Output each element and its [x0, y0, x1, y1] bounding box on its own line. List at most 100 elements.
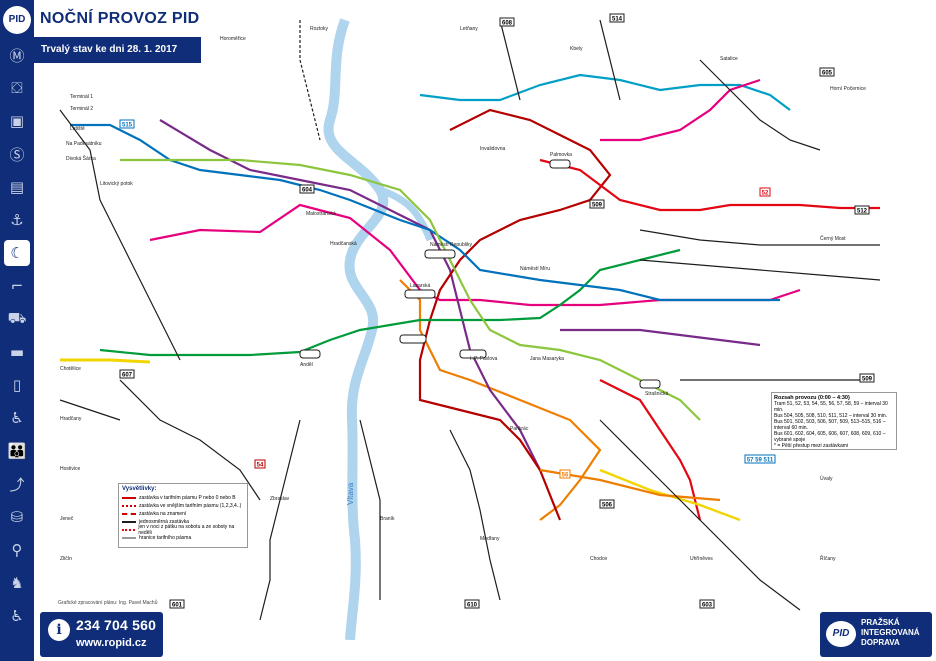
website-link[interactable]: www.ropid.cz [76, 637, 147, 649]
hub-karlovo-namesti [399, 334, 427, 344]
interval-note: Rozsah provozu (0:00 – 4:30) Tram 51, 52… [771, 392, 897, 450]
svg-text:Jeneč: Jeneč [60, 516, 74, 522]
legend-row: jednosměrná zastávka [122, 518, 244, 525]
river-vltava-north [378, 186, 434, 242]
brand-box: PID PRAŽSKÁ INTEGROVANÁ DOPRAVA [820, 612, 932, 657]
svg-text:Na Padesátníku: Na Padesátníku [66, 141, 102, 147]
hub-ip-pavlova [459, 349, 487, 359]
wheelchair-icon[interactable]: ♿ [10, 607, 24, 625]
tram-line-55 [99, 248, 681, 357]
svg-text:Chotělice: Chotělice [60, 366, 81, 372]
interval-note-line: Tram 51, 52, 53, 54, 55, 56, 57, 58, 59 … [774, 401, 888, 413]
svg-text:57 59 511: 57 59 511 [747, 458, 774, 464]
brand-line: PRAŽSKÁ [861, 618, 900, 627]
bus-icon[interactable]: ▣ [9, 112, 25, 130]
ferry-icon[interactable]: ▤ [9, 178, 25, 196]
svg-text:Hradčanská: Hradčanská [330, 241, 357, 247]
tram-line-57 [70, 123, 780, 302]
bus-line-north-2 [299, 20, 321, 141]
pid-brand-logo: PID [826, 621, 856, 647]
info-icon: i [48, 619, 70, 641]
phone-number[interactable]: 234 704 560 [76, 617, 157, 633]
svg-text:610: 610 [467, 603, 478, 609]
svg-text:Braník: Braník [380, 516, 395, 522]
bus-line-southeast [599, 419, 801, 611]
legend: Vysvětlivky: zastávka v tarifním pásmu P… [118, 483, 248, 548]
tram-line-red-southeast [599, 379, 702, 521]
interval-note-line: Bus 501, 502, 503, 506, 507, 509, 513–51… [774, 419, 886, 431]
svg-text:Říčany: Říčany [820, 554, 836, 562]
svg-text:Náměstí Míru: Náměstí Míru [520, 266, 550, 272]
river-vltava [323, 18, 389, 640]
ticket-icon[interactable]: ▯ [12, 376, 22, 394]
accessibility-icon[interactable]: ♿ [10, 409, 24, 427]
svg-text:Terminál 1: Terminál 1 [70, 94, 93, 100]
dog-icon[interactable]: ♞ [10, 574, 24, 592]
svg-text:601: 601 [172, 603, 183, 609]
svg-text:Horoměřice: Horoměřice [220, 36, 246, 42]
svg-text:Terminál 2: Terminál 2 [70, 106, 93, 112]
interval-note-line: Bus 601, 602, 604, 605, 606, 607, 608, 6… [774, 431, 886, 443]
tram-line-51-east [600, 78, 761, 142]
validity-date: Trvalý stav ke dni 28. 1. 2017 [34, 37, 201, 63]
brand-text: PRAŽSKÁ INTEGROVANÁ DOPRAVA [861, 618, 920, 648]
credit-text: Grafické zpracování plánu: Ing. Pavel Ma… [58, 600, 158, 606]
stroller-icon[interactable]: ⛁ [10, 508, 24, 526]
svg-text:56: 56 [562, 473, 569, 479]
svg-text:Lazarská: Lazarská [410, 283, 431, 289]
bus-line-southwest [119, 379, 261, 501]
bus-line-northeast [699, 59, 821, 151]
hub-namesti-republiky [424, 249, 456, 259]
svg-text:607: 607 [122, 373, 133, 379]
svg-text:Malostranská: Malostranská [306, 211, 336, 217]
tram-line-purple-east [560, 328, 761, 347]
night-network-map[interactable]: Vltava 515 604 [34, 0, 936, 640]
svg-text:Roztoky: Roztoky [310, 26, 329, 32]
svg-text:509: 509 [862, 377, 873, 383]
metro-icon[interactable]: Ⓜ [9, 46, 25, 65]
svg-text:Horní Počernice: Horní Počernice [830, 86, 866, 92]
bus-line-north [499, 19, 521, 101]
sidebar: PID Ⓜ ⛋ ▣ Ⓢ ▤ ⚓ ☾ ⌐ ⛟ ▬ ▯ ♿ 👪 ⤴ ⛁ ⚲ ♞ ♿ [0, 0, 34, 661]
svg-text:Strašnická: Strašnická [645, 391, 669, 397]
svg-text:Divoká Šárka: Divoká Šárka [66, 155, 96, 162]
svg-text:Litovický potok: Litovický potok [100, 181, 133, 187]
tram-line-yellow [60, 358, 151, 364]
night-icon[interactable]: ☾ [4, 240, 30, 266]
stairs-icon[interactable]: ⌐ [10, 277, 24, 295]
svg-text:603: 603 [702, 603, 713, 609]
svg-text:608: 608 [502, 21, 513, 27]
bus-line-south [259, 419, 301, 621]
taxi-icon[interactable]: ⛟ [7, 309, 27, 327]
train-icon[interactable]: Ⓢ [9, 145, 25, 164]
svg-text:Hradčany: Hradčany [60, 416, 82, 422]
svg-text:Letiště: Letiště [70, 126, 85, 132]
svg-text:52: 52 [762, 191, 769, 197]
svg-text:Chodov: Chodov [590, 556, 608, 562]
bus-line-west-2 [59, 399, 121, 421]
svg-text:509: 509 [592, 203, 603, 209]
interval-note-line: * = Pěší přestup mezi zastávkami [774, 443, 849, 449]
legend-item-label: zastávka ve vnějším tarifním pásmu (1,2,… [139, 502, 242, 509]
tram-line-59 [419, 73, 791, 111]
family-icon[interactable]: 👪 [7, 442, 27, 460]
line-badges: 515 604 52 509 607 54 56 57 59 511 506 6… [119, 13, 875, 609]
escalator-icon[interactable]: ⤴ [9, 475, 25, 494]
bus-line-south-2 [359, 419, 381, 600]
tram-line-52 [399, 279, 602, 521]
brand-line: INTEGROVANÁ [861, 628, 920, 637]
cableway-icon[interactable]: ⚓ [10, 211, 24, 229]
brand-line: DOPRAVA [861, 638, 900, 647]
svg-text:Náměstí Republiky: Náměstí Republiky [430, 242, 472, 248]
legend-row: zastávka ve vnějším tarifním pásmu (1,2,… [122, 502, 244, 509]
legend-item-label: jednosměrná zastávka [139, 518, 190, 525]
tram-icon[interactable]: ⛋ [11, 79, 23, 97]
pid-logo: PID [3, 6, 31, 34]
legend-item-label: hranice tarifního pásma [139, 534, 192, 541]
legend-item-label: zastávka na znamení [139, 510, 187, 517]
svg-text:Černý Most: Černý Most [820, 235, 846, 242]
contact-box[interactable]: i 234 704 560 www.ropid.cz [40, 612, 163, 657]
parking-icon[interactable]: ▬ [9, 343, 25, 361]
tram-line-58 [120, 158, 701, 421]
bicycle-icon[interactable]: ⚲ [11, 541, 23, 559]
